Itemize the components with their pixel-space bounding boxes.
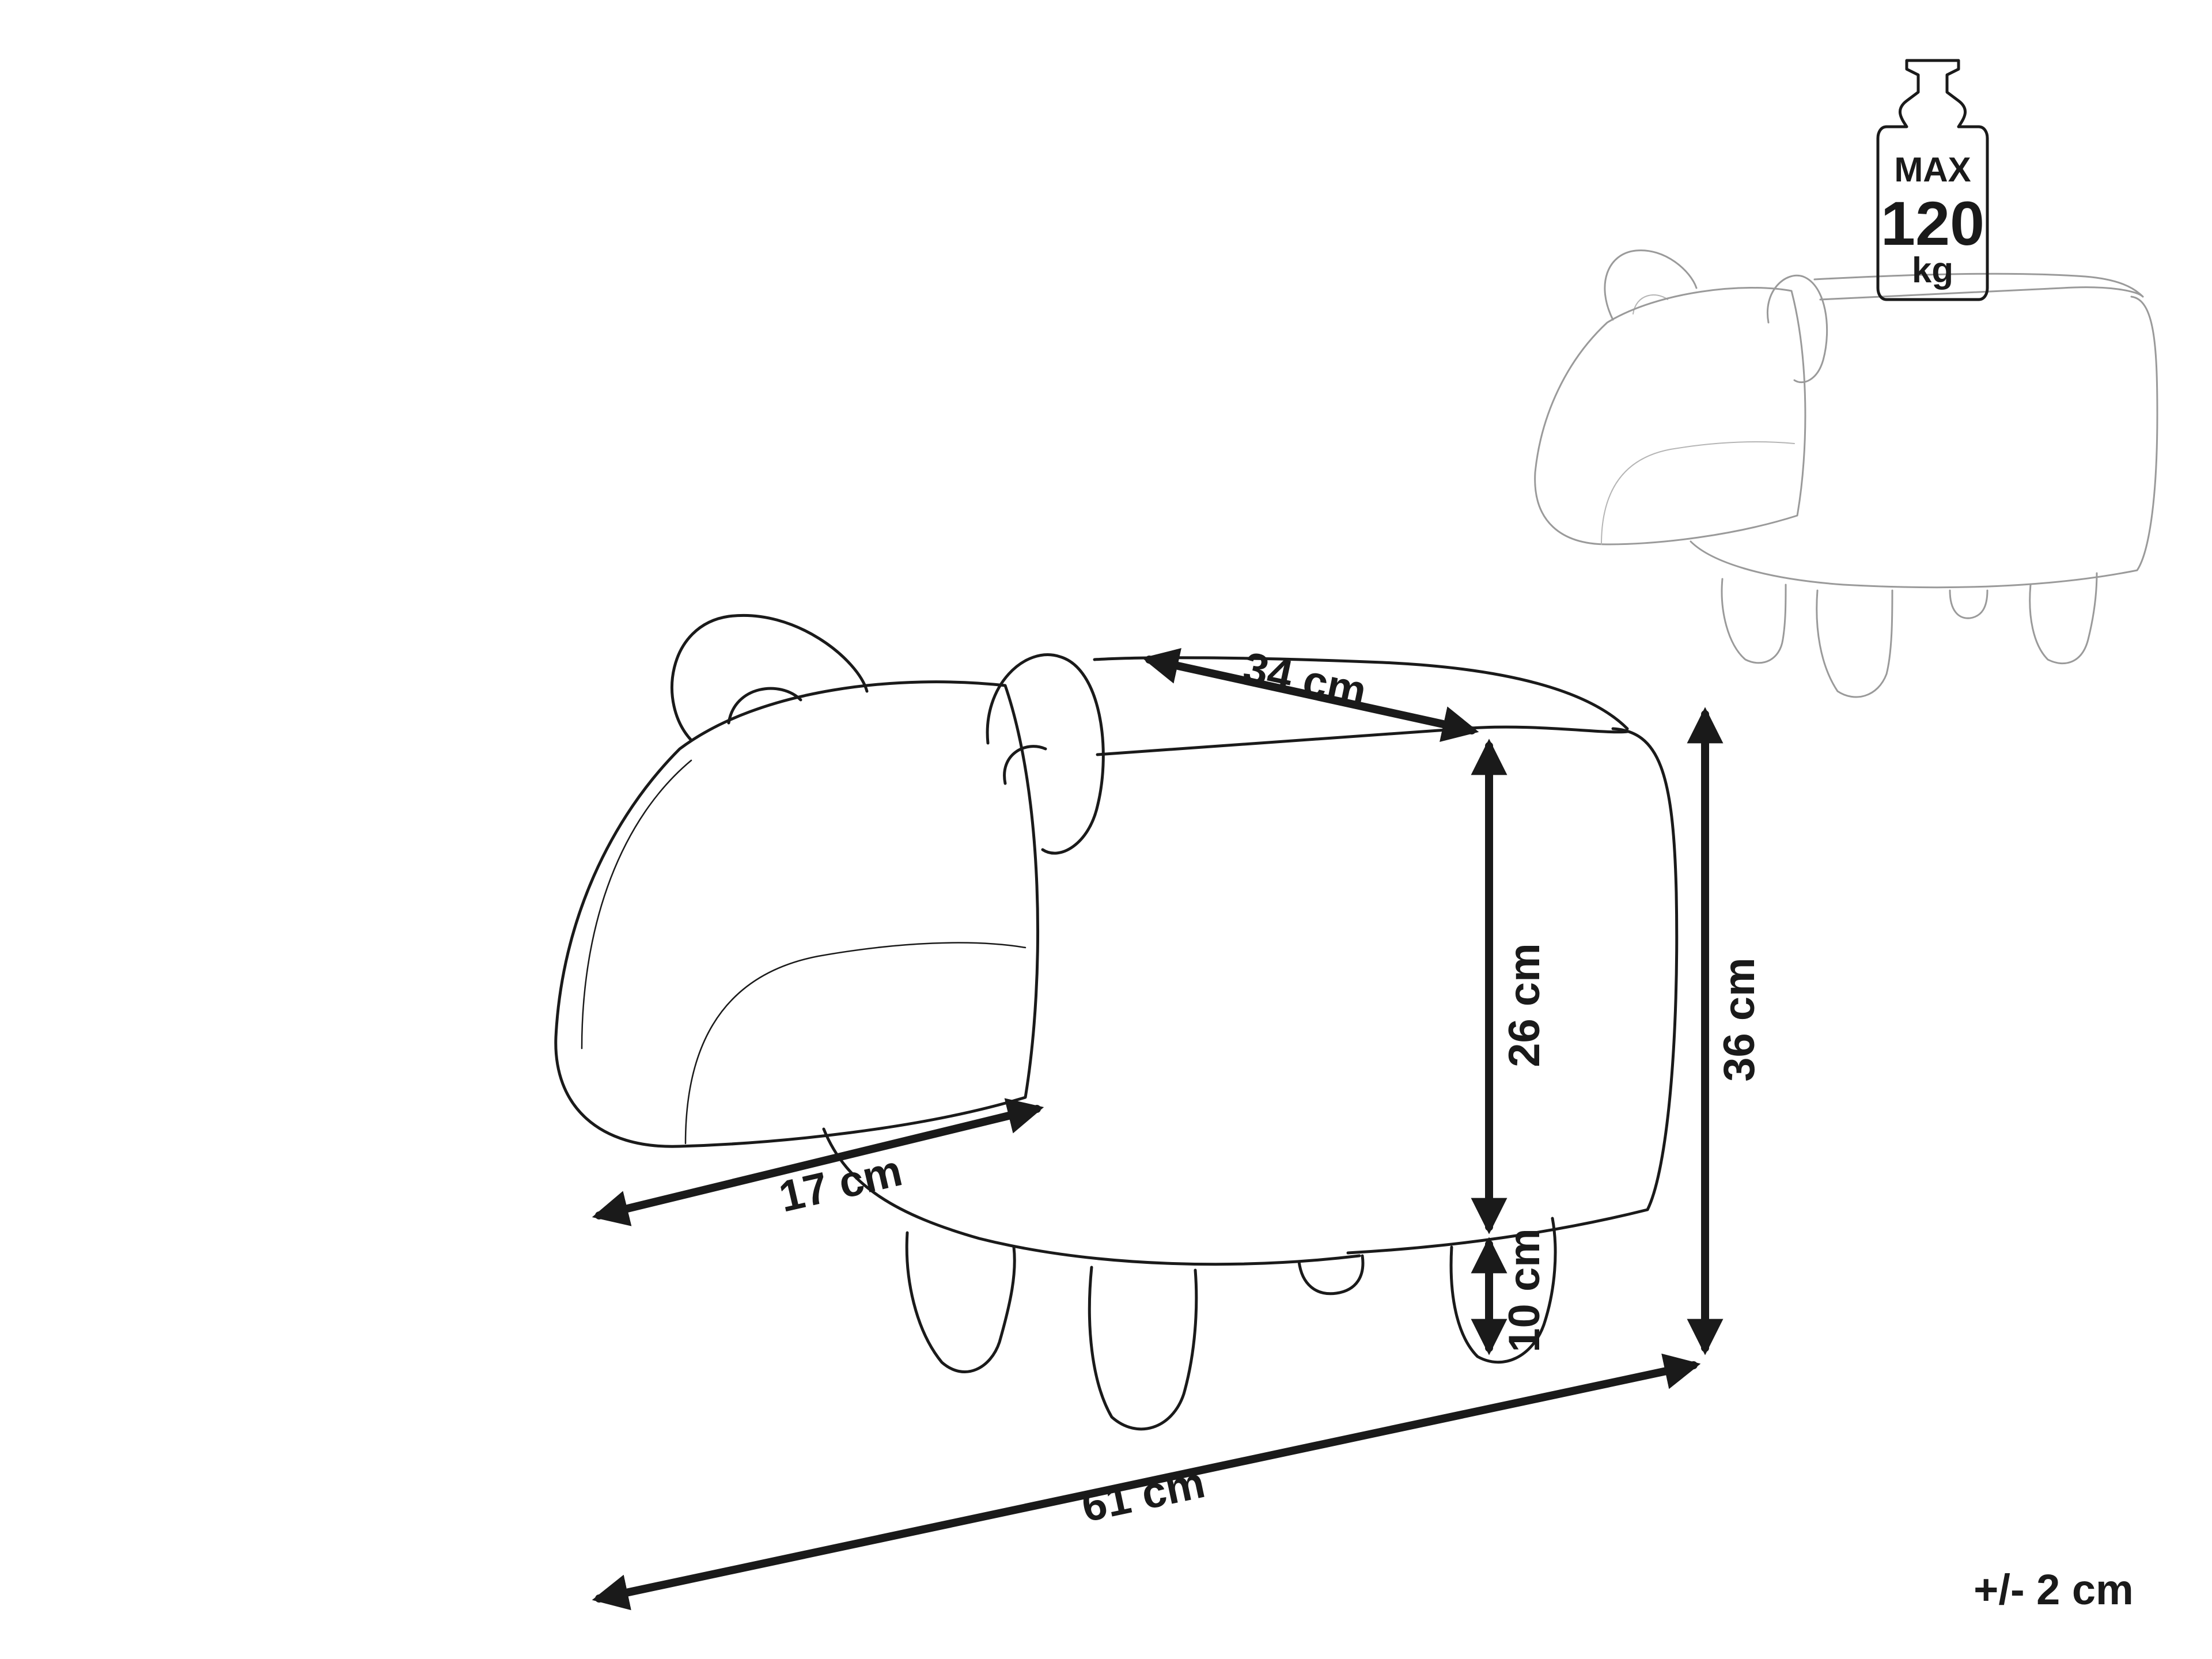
leg-front-left (905, 1231, 1016, 1373)
front-ear (986, 653, 1105, 855)
total-height-label: 36 cm (1715, 957, 1764, 1082)
load-illustration: MAX 120 kg (1534, 59, 2158, 698)
front-ear-inner (1003, 745, 1047, 785)
weight-max-text: MAX (1894, 150, 1971, 189)
back-ear-inner (727, 687, 802, 725)
head-length-arrow (592, 1098, 1044, 1226)
ghost-body-side (1690, 296, 2158, 589)
ghost-front-ear (1767, 274, 1828, 384)
ghost-leg-4 (2029, 572, 2098, 665)
seat-depth-label: 34 cm (1239, 643, 1370, 717)
belly (822, 1127, 1361, 1266)
mouth-line (684, 942, 1027, 1145)
weight-body (1876, 59, 1989, 301)
dimension-lines (592, 648, 1724, 1611)
weight-value-text: 120 (1881, 188, 1984, 258)
total-length-label: 61 cm (1077, 1458, 1209, 1532)
total-length-arrow (592, 1353, 1701, 1611)
tolerance-note: +/- 2 cm (1974, 1566, 2134, 1613)
seat-depth-arrow (1142, 648, 1479, 742)
weight-unit-text: kg (1912, 251, 1953, 290)
leg-height-label: 10 cm (1500, 1228, 1549, 1353)
muzzle-line (581, 759, 692, 1050)
ghost-leg-3 (1949, 589, 1988, 619)
leg-back-left (1297, 1254, 1365, 1296)
dimension-labels: 34 cm 26 cm 10 cm 36 cm 17 cm 61 cm (775, 643, 1764, 1532)
seat-top (1096, 725, 1629, 756)
head-outline (554, 680, 1040, 1148)
ghost-muzzle (1601, 441, 1795, 545)
seat-height-label: 26 cm (1500, 943, 1549, 1067)
ghost-seat-back (1813, 272, 2144, 298)
leg-front-right (1088, 1266, 1198, 1431)
ghost-leg-2 (1816, 589, 1893, 698)
weight-icon: MAX 120 kg (1876, 59, 1989, 301)
ghost-leg-1 (1721, 578, 1787, 664)
ghost-back-ear (1604, 249, 1698, 321)
ghost-head (1534, 287, 1806, 546)
ghost-back-ear-inner (1633, 294, 1668, 315)
back-ear (671, 613, 869, 742)
